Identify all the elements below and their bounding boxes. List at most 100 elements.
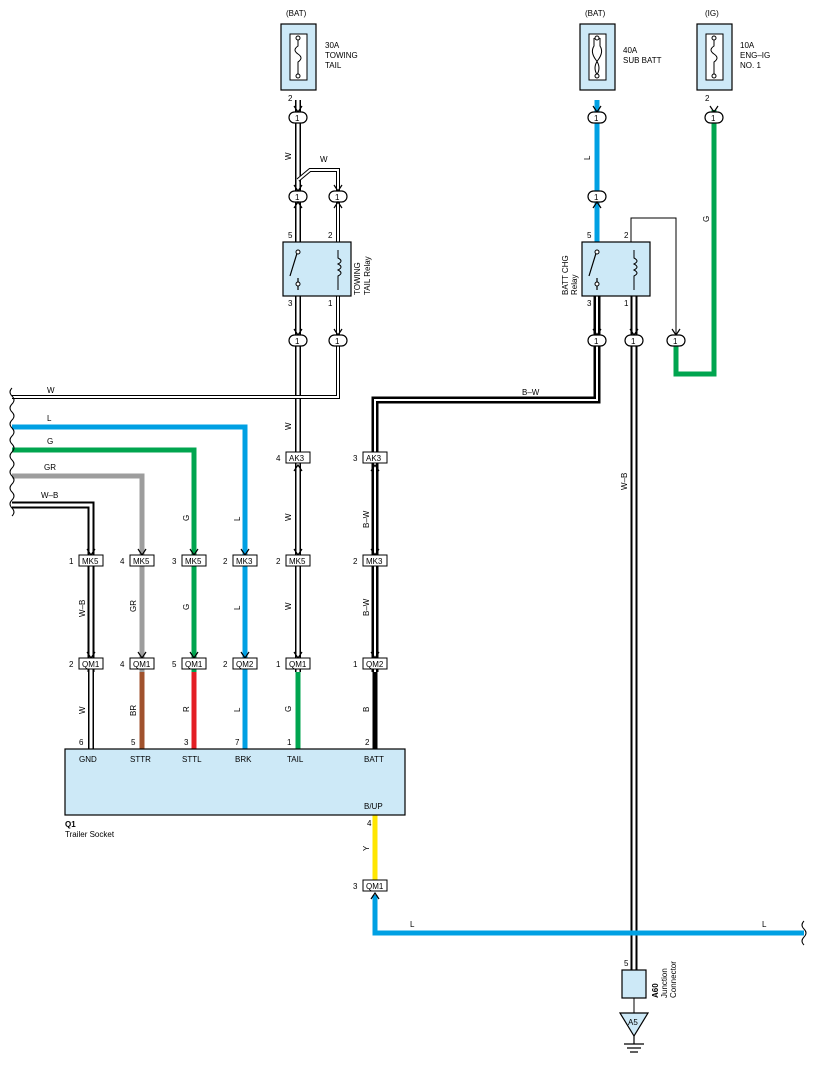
relay-pin: 1: [624, 299, 629, 308]
relay-pin: 5: [587, 231, 592, 240]
connector-qm1-y: QM1 3: [353, 879, 388, 900]
fuse-name: TOWING: [325, 51, 358, 60]
wire-label: L: [47, 414, 52, 423]
connector-label: MK5: [133, 557, 150, 566]
relay-pin: 3: [288, 299, 293, 308]
wire-label: W–B: [78, 600, 87, 617]
inline-pin: 1: [288, 105, 308, 124]
relay-name-2: Relay: [570, 275, 579, 295]
connector-pin: 2: [223, 557, 228, 566]
wire-label: L: [762, 920, 767, 929]
wire-label: L: [233, 605, 242, 610]
socket-pin: 1: [287, 738, 292, 747]
inline-pin-number: 1: [295, 114, 300, 123]
relay-batt-chg: 5 2 3 1 BATT CHG Relay: [561, 231, 651, 308]
break-mark-right: [801, 920, 807, 946]
fuse-name: ENG–IG: [740, 51, 770, 60]
connector-pin: 4: [120, 557, 125, 566]
wire-g-eng-ig: [673, 110, 717, 377]
fuse-supply-label: (BAT): [585, 9, 606, 18]
fuse-eng-ig: (IG) 10A ENG–IG NO. 1 2: [696, 9, 770, 103]
trailer-socket-q1: 6 5 3 7 1 2 GND STTR STTL BRK TAIL BATT …: [64, 738, 406, 839]
wire-label: L: [233, 516, 242, 521]
wire-label: B–W: [362, 598, 371, 616]
wire-l-brk: [12, 424, 248, 749]
socket-pin: 3: [184, 738, 189, 747]
wire-label: L: [583, 155, 592, 160]
connector-qm2-l: QM2 2: [223, 651, 258, 670]
wire-label: G: [182, 515, 191, 521]
inline-pin: 1: [587, 328, 607, 347]
connector-mk3-l: MK3 2: [223, 548, 258, 567]
inline-pin: 1: [288, 328, 308, 347]
wire-label: G: [702, 216, 711, 222]
socket-terminal-label: BATT: [364, 755, 384, 764]
fuse-name-2: TAIL: [325, 61, 342, 70]
wire-g-sttl: [12, 447, 197, 672]
wire-label: W: [284, 152, 293, 160]
inline-pin-number: 1: [335, 193, 340, 202]
junction-name-2: Connector: [669, 961, 678, 998]
connector-label: QM1: [82, 660, 100, 669]
fuse-towing-tail: (BAT) 30A TOWING TAIL 2: [280, 9, 358, 103]
connector-label: MK5: [82, 557, 99, 566]
wire-label: B: [362, 707, 371, 712]
inline-pin: 1: [328, 328, 348, 347]
junction-name: Junction: [660, 968, 669, 998]
connector-pin: 2: [223, 660, 228, 669]
inline-pin: 1: [624, 328, 644, 347]
wire-label: G: [47, 437, 53, 446]
break-marks-left: [9, 387, 15, 517]
socket-pin: 4: [367, 819, 372, 828]
fuse-pin: 2: [288, 94, 293, 103]
wire-label: Y: [362, 845, 371, 851]
relay-name: BATT CHG: [561, 255, 570, 295]
socket-bup-label: B/UP: [364, 802, 383, 811]
connector-label: QM1: [133, 660, 151, 669]
wire-label: BR: [129, 705, 138, 716]
connector-label: QM1: [185, 660, 203, 669]
inline-pin: 1: [587, 190, 607, 209]
socket-pin: 2: [365, 738, 370, 747]
connector-mk3-bw: MK3 2: [353, 548, 388, 567]
connector-label: MK5: [185, 557, 202, 566]
wire-wb-gnd: [12, 501, 95, 672]
ground-label: A5: [628, 1018, 638, 1027]
connector-label: MK3: [236, 557, 253, 566]
fuse-rating: 40A: [623, 46, 638, 55]
socket-terminal-label: STTL: [182, 755, 202, 764]
socket-terminal-label: GND: [79, 755, 97, 764]
connector-pin: 3: [172, 557, 177, 566]
wire-gr-sttr: [12, 473, 145, 672]
wire-label: W–B: [620, 473, 629, 490]
connector-qm1-w: QM1 1: [276, 651, 311, 670]
connector-qm1-wb: QM1 2: [69, 651, 104, 670]
connector-qm1-g: QM1 5: [172, 651, 207, 670]
inline-pin-number: 1: [631, 337, 636, 346]
relay-pin: 2: [328, 231, 333, 240]
connector-mk5-wb: MK5 1: [69, 548, 104, 567]
relay-pin: 5: [288, 231, 293, 240]
connector-pin: 1: [69, 557, 74, 566]
socket-name: Trailer Socket: [65, 830, 115, 839]
connector-pin: 2: [69, 660, 74, 669]
wire-label: G: [182, 604, 191, 610]
relay-name: TOWING: [353, 262, 362, 295]
inline-pin: 1: [704, 105, 724, 124]
inline-pin: 1: [288, 184, 308, 209]
inline-pin-number: 1: [295, 193, 300, 202]
wire-label: W: [47, 386, 55, 395]
wire-label: G: [284, 706, 293, 712]
connector-label: QM2: [236, 660, 254, 669]
wire-w-branch-to-relay-coil: [296, 168, 340, 242]
connector-label: AK3: [366, 454, 382, 463]
junction-id: A60: [651, 983, 660, 998]
connector-pin: 3: [353, 454, 358, 463]
connector-pin: 4: [276, 454, 281, 463]
inline-pin-number: 1: [711, 114, 716, 123]
connector-label: QM1: [289, 660, 307, 669]
connector-qm2-bw: QM2 1: [353, 651, 388, 670]
wire-label: W–B: [41, 491, 58, 500]
